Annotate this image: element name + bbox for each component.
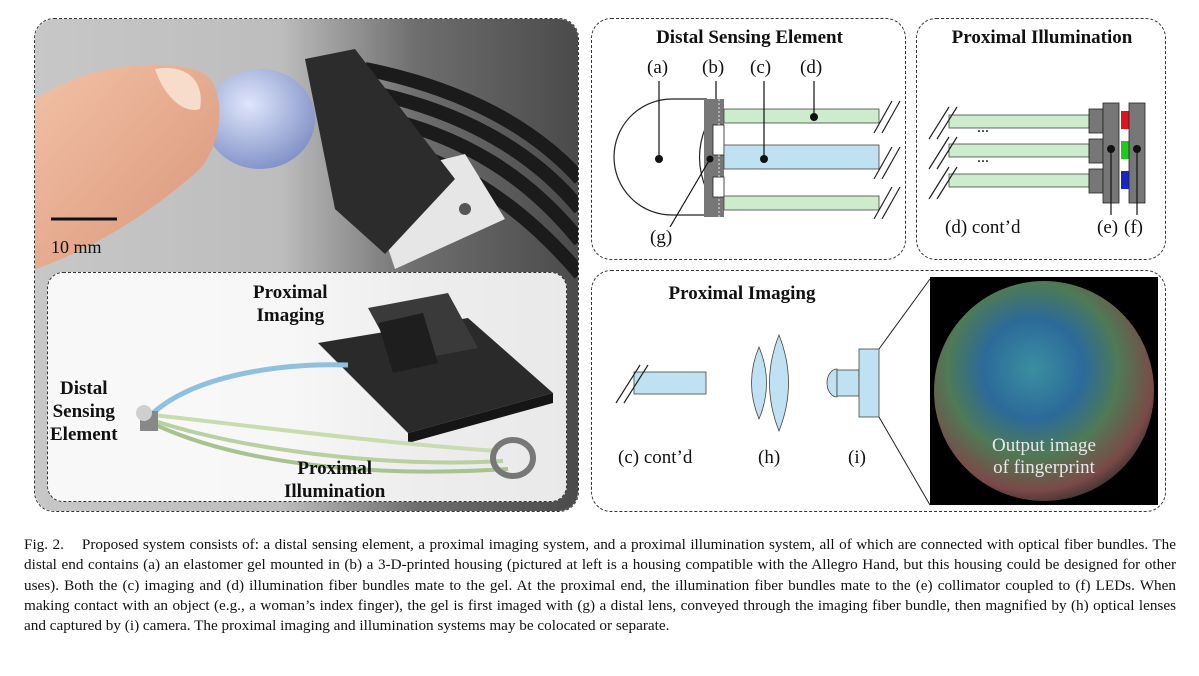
label-g: (g): [650, 227, 673, 248]
illumination-diagram: [928, 102, 1146, 215]
break-mark: [928, 136, 950, 170]
label-c: (c): [750, 57, 772, 78]
illum-fiber-1: [948, 114, 1090, 129]
camera-lens: [826, 368, 838, 398]
camera-body: [858, 348, 880, 418]
label-e: (e): [1097, 217, 1119, 238]
render-illustration: [136, 293, 553, 479]
housing-notch-1: [712, 124, 725, 156]
output-image: [934, 281, 1154, 501]
projection-line-top: [878, 278, 931, 350]
collimator-3: [1088, 168, 1104, 194]
break-mark: [936, 166, 958, 200]
mount-screw: [459, 203, 471, 215]
label-d: (d): [800, 57, 823, 78]
collimator-2: [1088, 138, 1104, 164]
illumination-fiber-top: [723, 108, 880, 124]
break-mark: [936, 136, 958, 170]
leader-dot-f: [1133, 145, 1141, 153]
housing-notch-2: [712, 176, 725, 198]
leader-dot-d: [810, 113, 818, 121]
photo-illustration: [35, 19, 578, 511]
led-red: [1121, 111, 1129, 129]
leader-dot-a: [655, 155, 663, 163]
label-c-contd: (c) cont’d: [618, 447, 693, 468]
break-mark: [873, 186, 893, 220]
distal-title: Distal Sensing Element: [656, 27, 843, 48]
led-green: [1121, 141, 1129, 159]
leader-dot-e: [1107, 145, 1115, 153]
illumination-fiber-3: [155, 423, 509, 474]
break-mark: [623, 364, 649, 404]
inset-label-proximal-imaging: Proximal Imaging: [253, 282, 328, 326]
caption-lead: Fig. 2.: [24, 536, 64, 553]
inset-label-proximal-illumination: Proximal Illumination: [284, 458, 386, 502]
leader-g: [669, 158, 711, 228]
illumination-fiber-2: [154, 419, 504, 465]
caption-text: Proposed system consists of: a distal se…: [24, 536, 1176, 635]
breadboard-plate: [318, 318, 553, 433]
output-caption-line-1: Output image: [992, 435, 1096, 456]
leader-dot-g: [706, 155, 714, 163]
label-a: (a): [647, 57, 669, 78]
fingernail: [155, 68, 201, 110]
break-mark: [615, 364, 641, 404]
illumination-fiber-bottom: [723, 195, 880, 211]
distal-diagram: [613, 81, 901, 228]
illumination-title: Proximal Illumination: [951, 27, 1133, 48]
scale-bar-label: 10 mm: [51, 237, 102, 257]
label-h: (h): [758, 447, 781, 468]
camera-mount: [836, 369, 860, 397]
proximal-imaging-panel: Proximal Imaging (c) cont’d (h) (i: [591, 270, 1166, 512]
output-caption: Output image of fingerprint: [944, 435, 1144, 479]
lens-block: [378, 313, 438, 373]
break-mark: [873, 146, 893, 180]
gel-tip: [205, 69, 315, 169]
imaging-fiber: [151, 362, 349, 415]
render-inset: Proximal Imaging Distal Sensing Element …: [47, 272, 567, 502]
illum-fiber-3: [948, 173, 1090, 188]
label-f: (f): [1124, 217, 1143, 238]
illum-fiber-2: [948, 143, 1090, 158]
illumination-fiber-1: [152, 413, 499, 453]
collimator-1: [1088, 108, 1104, 134]
lens-1: [751, 345, 767, 421]
break-mark: [928, 166, 950, 200]
projection-line-bottom: [878, 416, 931, 506]
label-d-contd: (d) cont’d: [945, 217, 1021, 238]
output-caption-line-2: of fingerprint: [993, 457, 1095, 478]
imaging-fiber-end: [633, 371, 707, 395]
break-mark: [936, 106, 958, 140]
label-b: (b): [702, 57, 725, 78]
break-mark: [881, 100, 901, 134]
illumination-ring: [490, 437, 536, 479]
break-mark: [873, 100, 893, 134]
imaging-title: Proximal Imaging: [668, 283, 816, 304]
break-mark: [881, 146, 901, 180]
break-mark: [928, 106, 950, 140]
leader-dot-c: [760, 155, 768, 163]
break-mark: [881, 186, 901, 220]
ellipsis-2: ...: [977, 149, 989, 166]
photo-panel: 10 mm Proximal Imaging Distal Sensi: [34, 18, 579, 512]
printed-housing: [305, 49, 455, 254]
inset-label-distal-sensing: Distal Sensing Element: [50, 378, 118, 445]
proximal-illumination-panel: Proximal Illumination ... ... (d) cont’d…: [916, 18, 1166, 260]
gel-outline: [613, 98, 707, 216]
breadboard-edge: [408, 393, 553, 443]
imaging-diagram: [615, 277, 1158, 506]
distal-gel: [136, 405, 152, 421]
ellipsis-1: ...: [977, 119, 989, 136]
led-blue: [1121, 171, 1129, 189]
distal-sensing-panel: Distal Sensing Element (a) (b) (c) (d): [591, 18, 906, 260]
label-i: (i): [848, 447, 866, 468]
figure-caption: Fig. 2.Proposed system consists of: a di…: [24, 535, 1176, 636]
lens-2: [769, 333, 789, 433]
imaging-fiber: [723, 144, 880, 170]
